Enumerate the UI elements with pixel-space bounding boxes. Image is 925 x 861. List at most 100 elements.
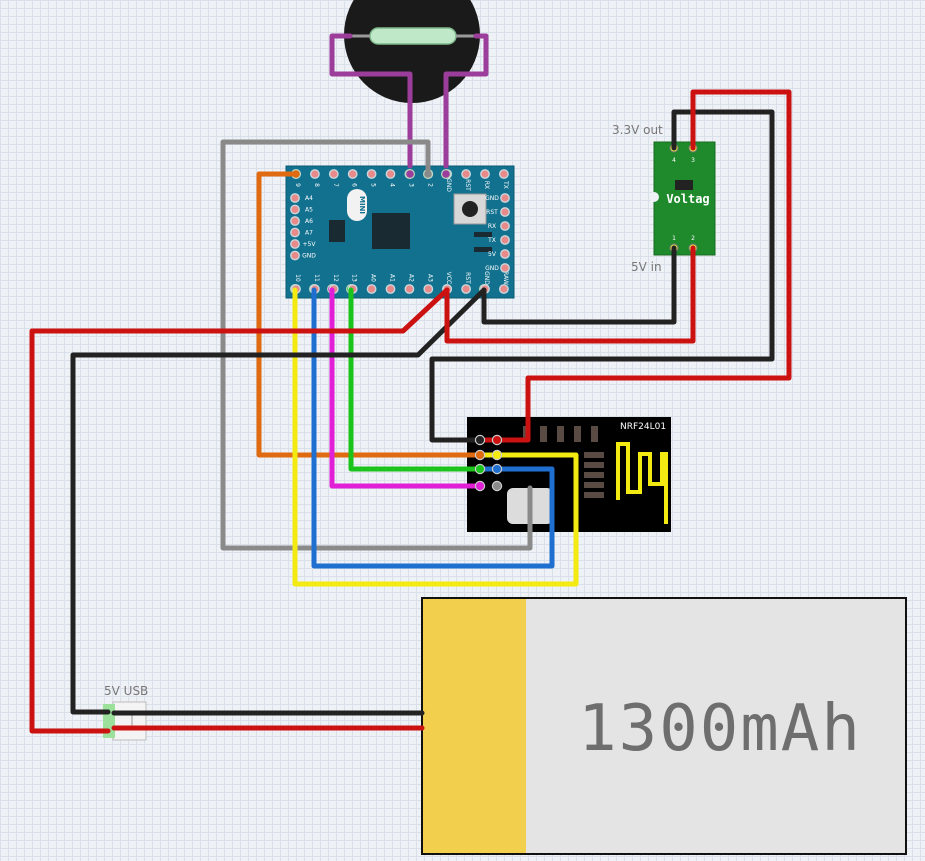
mini-top-pin-label: 3: [407, 183, 414, 187]
connected-pin[interactable]: [405, 169, 416, 180]
usb-label: 5V USB: [104, 684, 148, 698]
mini-right-pin-label: 5V: [488, 251, 497, 258]
nrf24l01-module[interactable]: NRF24L01: [467, 417, 671, 532]
mini-right-pin[interactable]: [500, 207, 510, 217]
radio-header-pin[interactable]: [474, 463, 486, 475]
mini-top-pin[interactable]: [461, 169, 471, 179]
wire-reed-left[interactable]: [329, 33, 413, 169]
wire-black-reg-radio[interactable]: [429, 109, 775, 443]
wire-reed-right[interactable]: [443, 33, 489, 169]
mini-left-pin-label: A6: [305, 218, 313, 225]
wire-orange[interactable]: [256, 171, 483, 458]
mini-left-pin-label: +5V: [303, 241, 317, 248]
mini-top-pin-label: RST: [464, 179, 471, 191]
mini-left-pin[interactable]: [290, 193, 300, 203]
wire-blue[interactable]: [311, 287, 555, 569]
regulator-pin-label-1: 1: [672, 235, 676, 242]
mini-right-pin[interactable]: [500, 193, 510, 203]
radio-header-pin[interactable]: [474, 449, 486, 461]
mini-left-pin[interactable]: [290, 216, 300, 226]
mini-smd-1: [474, 232, 492, 237]
mini-right-pin-label: TX: [487, 237, 496, 244]
mini-logo: MINI: [358, 196, 366, 214]
mini-top-pin-label: 2: [426, 183, 433, 187]
mini-top-pin-label: RX: [483, 181, 490, 189]
radio-antenna: [616, 442, 668, 524]
mini-right-pin[interactable]: [500, 221, 510, 231]
radio-header-pin[interactable]: [474, 434, 486, 446]
mini-bottom-pin[interactable]: [423, 284, 434, 294]
mini-top-pin-label: TX: [502, 180, 509, 189]
mini-bottom-pin-label: RST: [464, 272, 471, 284]
mini-bottom-pin-label: 13: [351, 274, 358, 282]
mini-top-pin[interactable]: [480, 169, 490, 179]
mini-bottom-pin[interactable]: [404, 284, 415, 294]
regulator-chip: [675, 180, 693, 190]
mini-bottom-pin[interactable]: [498, 284, 509, 294]
mini-smd-2: [474, 247, 492, 252]
mini-top-pin-label: 9: [294, 183, 301, 187]
wire-black-gnd-reg[interactable]: [481, 245, 677, 325]
mini-left-pin-label: A4: [305, 195, 313, 202]
mini-bottom-pin-label: 10: [294, 274, 301, 282]
mini-bottom-pin-label: 11: [313, 274, 320, 282]
mini-left-pin[interactable]: [290, 239, 300, 249]
battery[interactable]: 1300mAh: [421, 597, 907, 855]
regulator-notch: [649, 192, 659, 202]
mini-bottom-pin[interactable]: [366, 284, 377, 294]
radio-header-pin[interactable]: [491, 480, 503, 492]
mini-top-pin[interactable]: [328, 169, 339, 179]
mini-top-pin[interactable]: [366, 169, 377, 179]
wire-yellow[interactable]: [292, 287, 579, 587]
mini-right-pin-label: GND: [485, 195, 499, 202]
mini-left-pin[interactable]: [290, 250, 300, 261]
wire-black-usb[interactable]: [70, 287, 487, 715]
radio-header-pin[interactable]: [491, 449, 503, 461]
mini-crystal: [347, 189, 367, 221]
radio-name: NRF24L01: [620, 422, 666, 432]
mini-right-pin-label: GND: [485, 265, 499, 272]
regulator-pin-label-2: 2: [691, 235, 695, 242]
mini-reset-button-cap: [462, 201, 478, 217]
regulator-pin-label-3: 3: [691, 157, 695, 164]
mini-right-pin-label: RX: [488, 223, 496, 230]
mini-top-pin[interactable]: [385, 169, 396, 179]
radio-header-pin[interactable]: [491, 463, 503, 475]
mini-bottom-pin-label: A0: [370, 274, 377, 282]
mini-right-pin[interactable]: [500, 235, 510, 245]
reed-glass: [369, 27, 457, 45]
wires: [29, 33, 792, 734]
radio-header-pin[interactable]: [491, 434, 503, 446]
mini-right-pin[interactable]: [500, 263, 510, 273]
wire-green[interactable]: [348, 287, 483, 472]
battery-capacity-label: 1300mAh: [578, 692, 862, 766]
mini-top-pin[interactable]: [309, 169, 320, 179]
mini-left-pin-label: GND: [302, 253, 316, 260]
mini-bottom-pin[interactable]: [461, 284, 471, 294]
wire-red-usb[interactable]: [29, 287, 450, 734]
mini-bottom-pin[interactable]: [385, 284, 396, 294]
mini-left-pin[interactable]: [290, 204, 300, 215]
radio-pin-header: [474, 434, 503, 492]
wire-red-reg-radio[interactable]: [477, 89, 792, 443]
radio-header-pin[interactable]: [474, 480, 486, 492]
mini-bottom-pin-label: A2: [407, 274, 414, 282]
voltage-regulator[interactable]: Voltag 4 3 1 2 3.3V out 5V in: [612, 123, 716, 274]
regulator-pin-label-4: 4: [672, 157, 676, 164]
mini-top-pin-label: 6: [351, 183, 358, 187]
mini-left-pin[interactable]: [290, 227, 300, 238]
mini-right-pin[interactable]: [500, 249, 510, 259]
mini-bottom-pin-label: RAW: [502, 271, 509, 285]
mini-left-pin-label: A5: [305, 207, 313, 214]
connected-pin[interactable]: [441, 169, 452, 180]
wire-red-vcc-reg[interactable]: [444, 245, 696, 344]
mini-top-pin[interactable]: [498, 169, 509, 179]
mini-top-pin-label: GND: [445, 178, 452, 192]
wire-gray[interactable]: [220, 139, 533, 551]
mini-bottom-pin-label: 12: [332, 274, 339, 282]
mini-top-pin[interactable]: [347, 169, 358, 179]
